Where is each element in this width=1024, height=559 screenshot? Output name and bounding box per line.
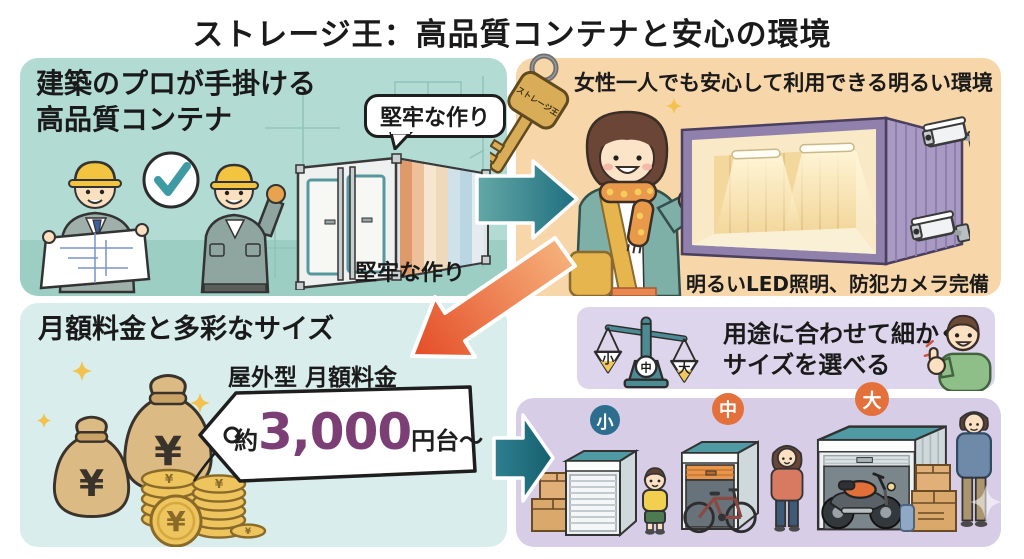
size-badge-medium-label: 中 xyxy=(719,400,737,421)
coin: ¥ xyxy=(149,494,203,547)
svg-text:¥: ¥ xyxy=(79,462,104,505)
safety-heading: 女性一人でも安心して利用できる明るい環境 xyxy=(574,71,993,95)
size-badge-large-label: 大 xyxy=(862,389,882,412)
size-badge-small: 小 xyxy=(590,405,620,435)
motorcycle-icon xyxy=(821,472,903,530)
thumbs-up-man-illustration xyxy=(923,314,992,391)
price-prefix: 約 xyxy=(234,427,258,455)
panel-safety: ストレージ王 女性一人でも安心して利用できる明るい環境 xyxy=(490,53,1001,296)
quality-heading-line2: 高品質コンテナ xyxy=(36,102,233,136)
quality-heading: 建築のプロが手掛ける 高品質コンテナ xyxy=(36,66,316,138)
price-tag-title: 屋外型 月額料金 xyxy=(228,365,398,391)
construction-workers-illustration xyxy=(39,151,286,294)
sizes-heading: 用途に合わせて細かく サイズを選べる xyxy=(723,319,963,381)
scale-right-label: 大 xyxy=(678,360,690,375)
boy-illustration xyxy=(642,467,668,535)
svg-text:¥: ¥ xyxy=(245,527,252,537)
size-badge-medium: 中 xyxy=(712,393,744,425)
size-badge-large: 大 xyxy=(855,382,889,416)
quality-caption: 堅牢な作り xyxy=(354,261,465,286)
sparkles-decoration xyxy=(37,361,210,428)
security-camera-icon xyxy=(921,116,970,149)
sizes-heading-line2: サイズを選べる xyxy=(723,351,891,380)
speech-bubble: 堅牢な作り xyxy=(364,94,507,150)
sizes-heading-line1: 用途に合わせて細かく xyxy=(723,320,963,348)
quality-heading-line1: 建築のプロが手掛ける xyxy=(36,67,317,100)
svg-text:¥: ¥ xyxy=(215,477,224,491)
price-tag xyxy=(192,385,477,483)
scale-left-label: 小 xyxy=(601,351,615,366)
bicycle-icon xyxy=(683,488,757,534)
bubble-tail xyxy=(389,132,413,150)
page-title: ストレージ王：高品質コンテナと安心の環境 xyxy=(192,17,832,53)
price-suffix: 円台〜 xyxy=(411,427,484,455)
money-bags-and-coins-illustration: ¥ ¥ ¥ xyxy=(53,374,267,547)
price-value: 3,000 xyxy=(258,403,412,461)
svg-text:¥: ¥ xyxy=(165,472,174,486)
panel-pricing: 月額料金と多彩なサイズ ¥ ¥ xyxy=(20,303,507,547)
bright-container-illustration xyxy=(680,116,970,266)
panel-quality: 建築のプロが手掛ける 高品質コンテナ xyxy=(20,58,507,296)
money-bag: ¥ xyxy=(123,374,213,493)
scale-center-label: 中 xyxy=(641,360,652,374)
cardboard-boxes-illustration xyxy=(900,464,957,532)
storage-unit-small xyxy=(562,449,640,537)
balance-scale-icon: 小 大 中 xyxy=(593,316,699,389)
sizes-callout-box: 小 大 中 用途に合わせて細かく サイズを選べる xyxy=(573,303,999,393)
faint-sparkle-decoration xyxy=(970,485,1002,523)
bubble-label: 堅牢な作り xyxy=(380,106,491,131)
checkmark-icon xyxy=(142,151,200,209)
pricing-heading: 月額料金と多彩なサイズ xyxy=(38,314,335,345)
price-text: 約 3,000 円台〜 xyxy=(234,407,483,457)
money-bag: ¥ xyxy=(53,415,131,518)
size-badge-small-label: 小 xyxy=(596,412,614,433)
panel-sizes: 小 大 中 用途に合わせて細かく サイズを選べる xyxy=(516,303,1002,547)
coin: ¥ xyxy=(229,523,267,539)
worker-with-raised-fist xyxy=(200,163,286,294)
svg-text:¥: ¥ xyxy=(166,505,186,538)
key-illustration: ストレージ王 xyxy=(490,52,574,194)
svg-text:¥: ¥ xyxy=(154,429,182,475)
woman-size-reference-illustration xyxy=(770,444,804,532)
safety-caption: 明るいLED照明、防犯カメラ完備 xyxy=(685,272,989,296)
security-camera-icon xyxy=(909,210,970,243)
worker-with-blueprint xyxy=(39,160,151,294)
